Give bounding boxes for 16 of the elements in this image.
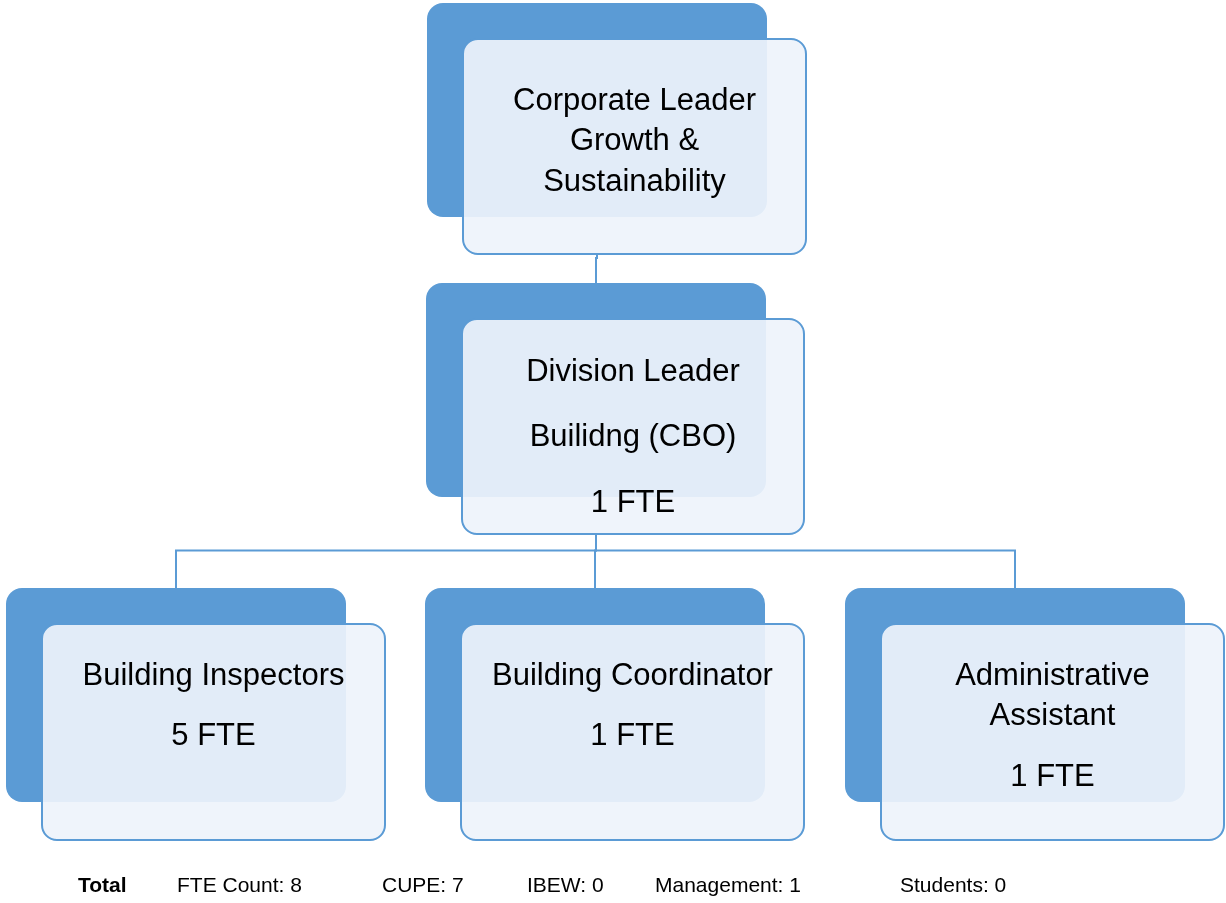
- total-label: Total: [78, 873, 127, 897]
- role-title: Division Leader Builidng (CBO): [525, 352, 741, 456]
- connector-line: [595, 254, 598, 284]
- count-label: Management: 1: [655, 873, 801, 897]
- fte-count: 1 FTE: [590, 716, 675, 755]
- count-label: FTE Count: 8: [177, 873, 302, 897]
- count-label: IBEW: 0: [527, 873, 604, 897]
- role-title: Building Coordinator: [492, 656, 773, 694]
- fte-count: 5 FTE: [171, 716, 256, 755]
- role-title: Building Inspectors: [82, 656, 345, 694]
- fte-count: 1 FTE: [1010, 756, 1095, 795]
- count-label: Students: 0: [900, 873, 1007, 897]
- role-title: Administrative Assistant: [954, 656, 1151, 735]
- fte-count: 1 FTE: [590, 483, 676, 522]
- count-label: CUPE: 7: [382, 873, 464, 897]
- role-title: Corporate Leader Growth & Sustainability: [512, 81, 757, 200]
